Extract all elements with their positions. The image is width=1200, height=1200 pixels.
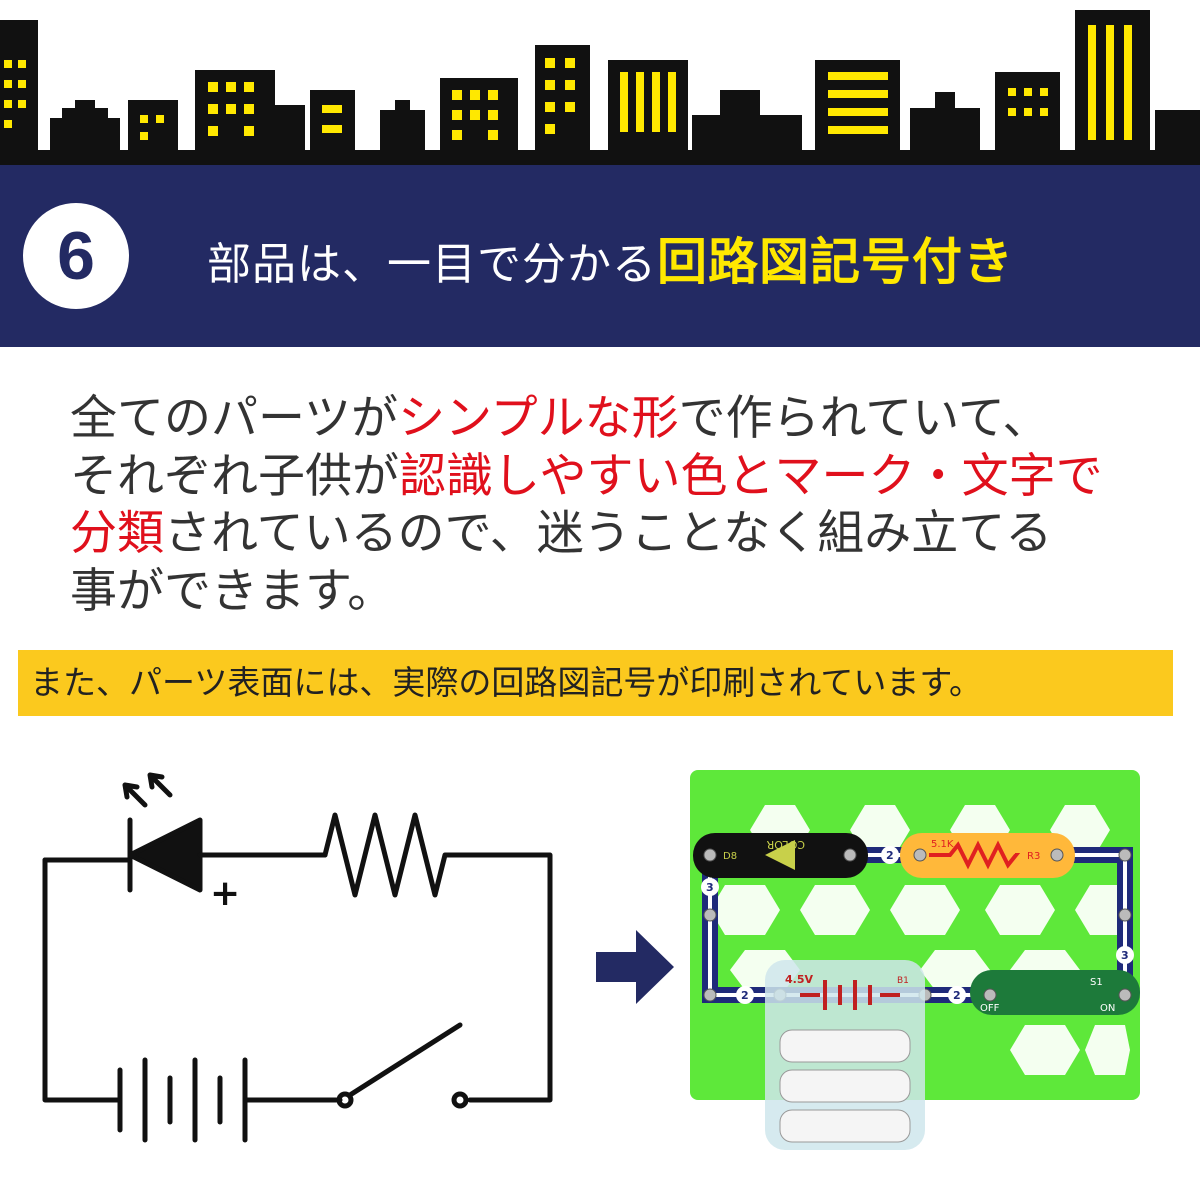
wire-label: 2 — [741, 989, 749, 1002]
body-text: 事ができます。 — [70, 563, 395, 619]
header-band — [0, 165, 1200, 347]
plus-label: + — [210, 873, 240, 914]
city-skyline-illustration — [0, 10, 1200, 165]
body-text: それぞれ子供が — [70, 448, 399, 504]
switch-symbol-icon — [336, 1022, 469, 1109]
highlight-text: シンプルな形 — [398, 391, 679, 446]
resistor-value: 5.1K — [931, 839, 954, 850]
switch-off-label: OFF — [980, 1003, 1000, 1014]
description-line: 事ができます。 — [70, 563, 1103, 621]
description-line: 全てのパーツがシンプルな形で作られていて、 — [70, 390, 1103, 448]
resistor-part — [900, 833, 1075, 878]
highlight-text: 認識しやすい色とマーク・文字で — [399, 448, 1103, 504]
wire-label: 2 — [886, 849, 894, 862]
description-line: 分類されているので、迷うことなく組み立てる — [70, 505, 1103, 563]
resistor-symbol-icon — [322, 812, 553, 1103]
note-banner: また、パーツ表面には、実際の回路図記号が印刷されています。 — [18, 650, 1173, 716]
switch-on-label: ON — [1100, 1003, 1115, 1014]
led-part-id: D8 — [723, 851, 737, 862]
arrow-right-icon — [596, 930, 674, 1004]
resistor-id: R3 — [1027, 851, 1040, 862]
led-symbol-icon — [122, 772, 328, 893]
highlight-text: 分類 — [70, 506, 164, 561]
body-text: で作られていて、 — [678, 391, 1050, 446]
wire-label: 3 — [706, 881, 714, 894]
battery-id: B1 — [897, 976, 909, 986]
switch-part — [970, 970, 1140, 1015]
description-text: 全てのパーツがシンプルな形で作られていて、 それぞれ子供が認識しやすい色とマーク… — [70, 390, 1103, 620]
battery-voltage: 4.5V — [785, 973, 813, 986]
body-text: 全てのパーツが — [70, 391, 399, 446]
wire-label: 3 — [1121, 949, 1129, 962]
body-text: されているので、迷うことなく組み立てる — [164, 506, 1053, 561]
step-number-badge: 6 — [23, 203, 129, 309]
switch-id: S1 — [1090, 977, 1103, 988]
battery-symbol-icon — [117, 1057, 343, 1143]
title-highlight: 回路図記号付き — [657, 233, 1014, 291]
title-plain: 部品は、一目で分かる — [207, 239, 657, 290]
wire-label: 2 — [953, 989, 961, 1002]
description-line: それぞれ子供が認識しやすい色とマーク・文字で — [70, 448, 1103, 506]
section-title: 部品は、一目で分かる回路図記号付き — [207, 222, 1014, 294]
circuit-schematic: + — [42, 772, 553, 1143]
schematic-wire-left — [42, 857, 123, 1103]
led-part-label: COLOR — [766, 838, 805, 851]
circuit-kit-photo: COLOR D8 5.1K R3 OFF ON S1 4.5V B1 2 2 2… — [690, 770, 1140, 1150]
